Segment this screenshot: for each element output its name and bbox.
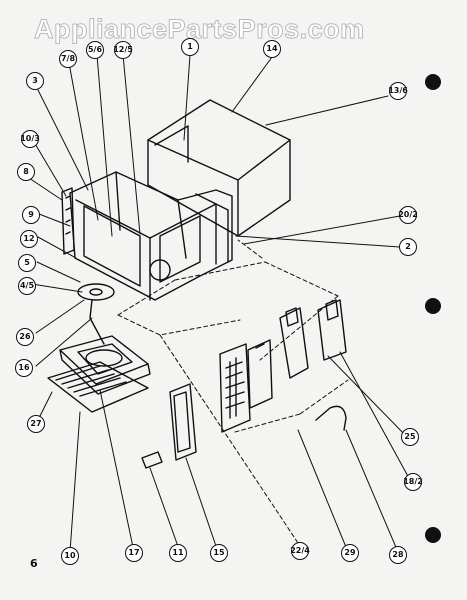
callout-12: 12 [20,230,38,248]
callout-5: 5 [18,254,36,272]
wire-harness [315,405,347,431]
callout-11: 11 [169,544,187,562]
door-side-panel [61,187,75,255]
callout-18-2: 18/2 [403,473,423,491]
callout-10: 10 [61,547,79,565]
keypad-panel [219,343,251,433]
callout-5-6: 5/6 [86,41,104,59]
oven-chassis [69,171,233,301]
callout-14: 14 [263,40,281,58]
callout-27: 27 [27,415,45,433]
outer-cabinet-wrap [147,99,291,237]
callout-4-5: 4/5 [18,277,36,295]
callout-1: 1 [181,38,199,56]
watermark-logo: AppliancePartsPros.com [34,14,365,45]
callout-22-4: 22/4 [290,542,310,560]
callout-3: 3 [26,72,44,90]
control-module [247,339,273,409]
callout-16: 16 [15,359,33,377]
callout-25: 25 [401,428,419,446]
callout-8: 8 [17,163,35,181]
nameplate [141,451,163,469]
callout-12-5: 12/5 [113,41,133,59]
callout-26: 26 [16,328,34,346]
switch-bracket [279,299,347,379]
callout-17: 17 [125,544,143,562]
page-number: 6 [30,557,38,570]
callout-9: 9 [22,206,40,224]
control-panel-frame [169,383,197,461]
turntable-assembly [77,283,115,345]
callout-2: 2 [399,238,417,256]
callout-15: 15 [210,544,228,562]
callout-28: 28 [389,546,407,564]
callout-20-2: 20/2 [398,206,418,224]
base-tray [47,335,151,413]
callout-13-6: 13/6 [388,82,408,100]
callout-7-8: 7/8 [59,50,77,68]
callout-10-3: 10/3 [20,130,40,148]
callout-29: 29 [341,544,359,562]
